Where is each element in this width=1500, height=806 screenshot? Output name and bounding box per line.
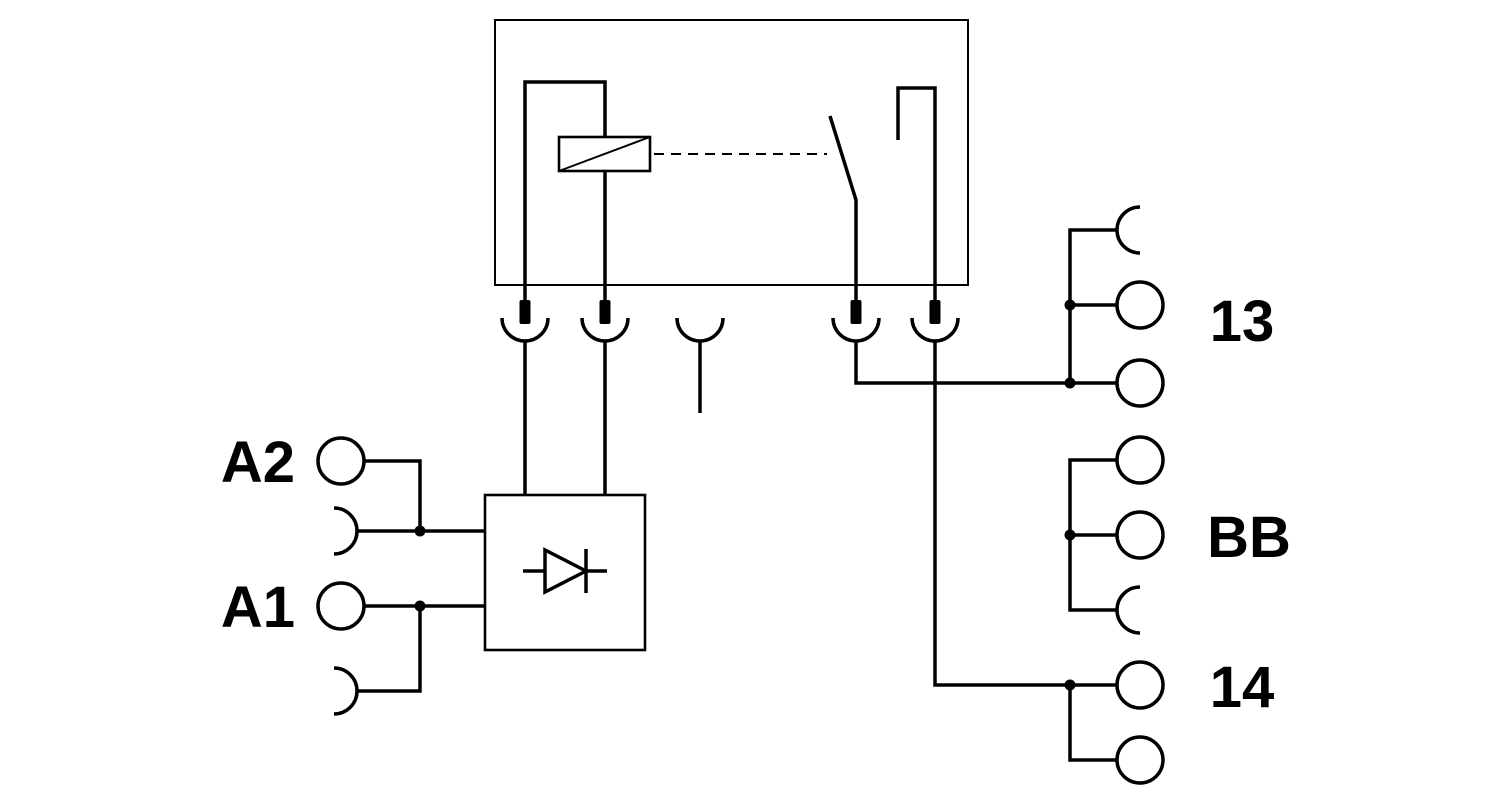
terminal-socket-arc xyxy=(675,317,725,343)
terminal-label-a1: A1 xyxy=(221,575,295,640)
group-14-terminal-circle xyxy=(1115,735,1165,785)
relay-enclosure-outline xyxy=(494,19,969,286)
coil-feed-wire xyxy=(523,80,607,302)
terminal-label-a2: A2 xyxy=(221,430,295,495)
a1-bridge-wire xyxy=(357,606,422,693)
junction-dot xyxy=(1064,377,1076,389)
junction-dot xyxy=(414,525,426,537)
junction-dot xyxy=(1064,299,1076,311)
group-14-bus xyxy=(1068,685,1117,762)
diode-triangle xyxy=(543,547,590,595)
terminal-pin xyxy=(599,300,611,324)
terminal-socket-arc xyxy=(580,317,630,343)
group-13-socket-arc xyxy=(1115,205,1141,255)
group-bb-socket-arc xyxy=(1115,585,1141,635)
contact-blade xyxy=(828,115,858,302)
junction-dot xyxy=(1064,679,1076,691)
fixed-contact-hook xyxy=(896,86,937,302)
group-13-bus xyxy=(1068,228,1117,383)
terminal-pin xyxy=(929,300,941,324)
a1-bridge-socket-arc xyxy=(333,666,359,716)
group-bb-terminal-circle xyxy=(1115,510,1165,560)
relay-coil-slash xyxy=(558,136,651,172)
group-bb-terminal-circle xyxy=(1115,435,1165,485)
a2-terminal-wire xyxy=(364,459,422,531)
terminal-label-bb: BB xyxy=(1207,505,1291,570)
group-13-terminal-circle xyxy=(1115,358,1165,408)
group-14-terminal-circle xyxy=(1115,660,1165,710)
terminal-label-14: 14 xyxy=(1210,655,1275,720)
a2-terminal-circle xyxy=(316,436,366,486)
terminal-socket-arc xyxy=(910,317,960,343)
contact-14-output-wire xyxy=(933,341,1117,687)
group-13-terminal-circle xyxy=(1115,280,1165,330)
terminal-pin xyxy=(519,300,531,324)
junction-dot xyxy=(1064,529,1076,541)
a2-bridge-socket-arc xyxy=(333,506,359,556)
terminal-socket-arc xyxy=(831,317,881,343)
contact-13-output-wire xyxy=(854,341,1117,385)
terminal-label-13: 13 xyxy=(1210,289,1275,354)
terminal-pin xyxy=(850,300,862,324)
terminal-socket-arc xyxy=(500,317,550,343)
a1-terminal-circle xyxy=(316,581,366,631)
junction-dot xyxy=(414,600,426,612)
